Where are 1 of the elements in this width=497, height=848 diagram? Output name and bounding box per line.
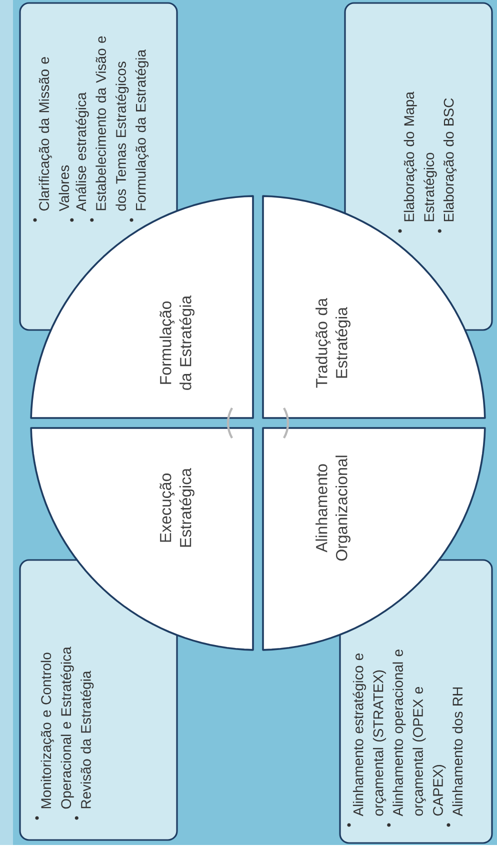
quadrant-segment: Alinhamento Organizacional [262, 427, 486, 651]
